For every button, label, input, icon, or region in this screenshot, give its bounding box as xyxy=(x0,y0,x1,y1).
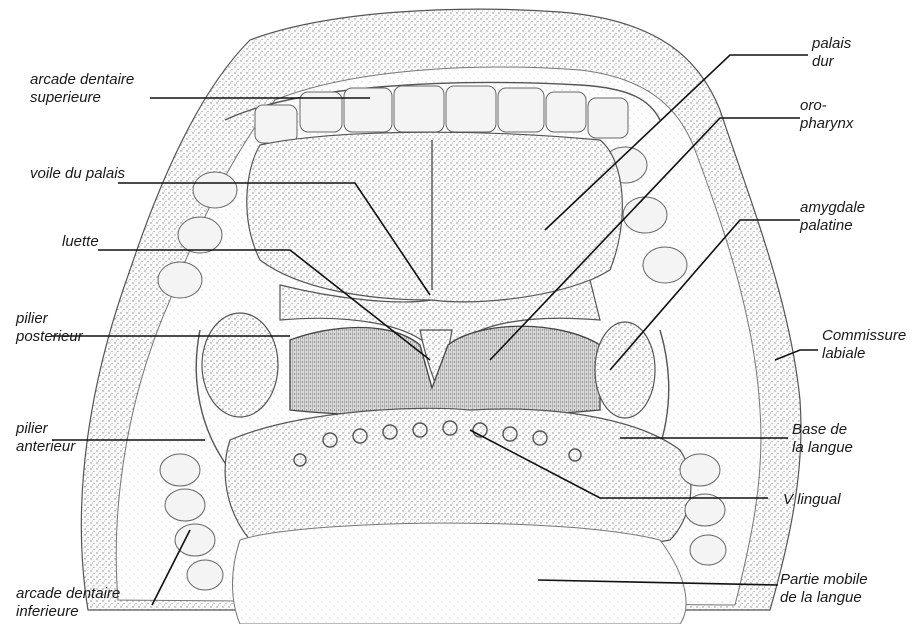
label-palais: palais dur xyxy=(811,35,855,70)
label-partie-mobile: Partie mobile de la langue xyxy=(780,571,872,606)
label-oropharynx: oro- pharynx xyxy=(799,97,854,132)
label-pilier-ant: pilier anterieur xyxy=(15,420,76,455)
hard-palate xyxy=(247,132,623,304)
label-vlingual: V lingual xyxy=(783,491,841,508)
label-arcade-sup: arcade dentaire superieure xyxy=(30,71,138,106)
label-voile: voile du palais xyxy=(30,165,126,182)
label-pilier-post: pilier posterieur xyxy=(15,310,84,345)
label-commissure: Commissure labiale xyxy=(822,327,910,362)
right-tonsil xyxy=(595,322,655,418)
label-base-langue: Base de la langue xyxy=(792,421,853,456)
left-tonsil xyxy=(202,313,278,417)
label-amygdale: amygdale palatine xyxy=(799,199,869,234)
label-luette: luette xyxy=(62,233,99,250)
mobile-tongue xyxy=(233,523,686,624)
